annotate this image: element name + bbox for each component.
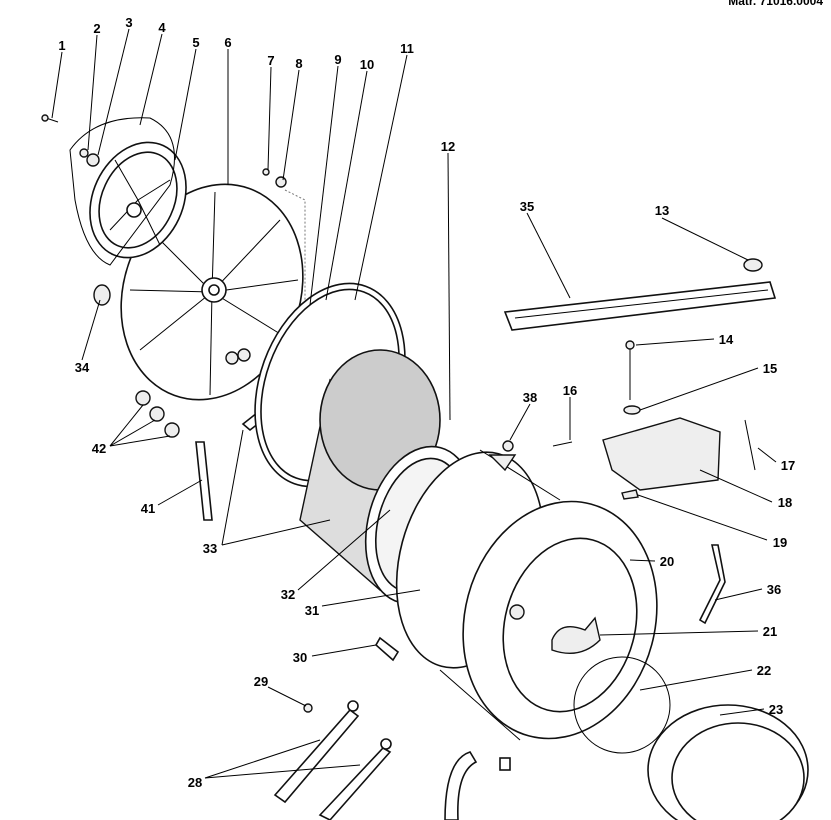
pulley	[89, 141, 187, 259]
callout-41: 41	[141, 501, 155, 516]
callout-10: 10	[360, 57, 374, 72]
callout-30: 30	[293, 650, 307, 665]
callout-8: 8	[295, 56, 302, 71]
callout-11: 11	[400, 41, 414, 56]
callout-32: 32	[281, 587, 295, 602]
callout-6: 6	[224, 35, 231, 50]
top-bracket	[488, 258, 777, 500]
callout-21: 21	[763, 624, 777, 639]
callout-3: 3	[125, 15, 132, 30]
matriculation-number: Matr. 71016.0004	[728, 0, 823, 8]
callout-12: 12	[441, 139, 455, 154]
callout-14: 14	[719, 332, 734, 347]
small-parts	[41, 114, 330, 521]
leader-lines	[51, 28, 777, 779]
callout-23: 23	[769, 702, 783, 717]
callout-labels: 1 2 3 4 5 6 7 8 9 10 11 12 13 14 15 16 1…	[58, 15, 795, 790]
callout-36: 36	[767, 582, 781, 597]
callout-20: 20	[660, 554, 674, 569]
callout-33: 33	[203, 541, 217, 556]
callout-2: 2	[93, 21, 100, 36]
lower-parts	[273, 544, 726, 820]
callout-42: 42	[92, 441, 106, 456]
callout-31: 31	[305, 603, 319, 618]
callout-4: 4	[158, 20, 166, 35]
callout-17: 17	[781, 458, 795, 473]
callout-1: 1	[58, 38, 65, 53]
callout-7: 7	[267, 53, 274, 68]
callout-38: 38	[523, 390, 537, 405]
callout-16: 16	[563, 383, 577, 398]
callout-34: 34	[75, 360, 90, 375]
callout-13: 13	[655, 203, 669, 218]
callout-9: 9	[334, 52, 341, 67]
front-tub	[395, 449, 809, 820]
callout-15: 15	[763, 361, 777, 376]
callout-28: 28	[188, 775, 202, 790]
callout-5: 5	[192, 35, 199, 50]
callout-22: 22	[757, 663, 771, 678]
drive-belt	[69, 117, 175, 266]
callout-18: 18	[778, 495, 792, 510]
callout-29: 29	[254, 674, 268, 689]
callout-35: 35	[520, 199, 534, 214]
callout-19: 19	[773, 535, 787, 550]
